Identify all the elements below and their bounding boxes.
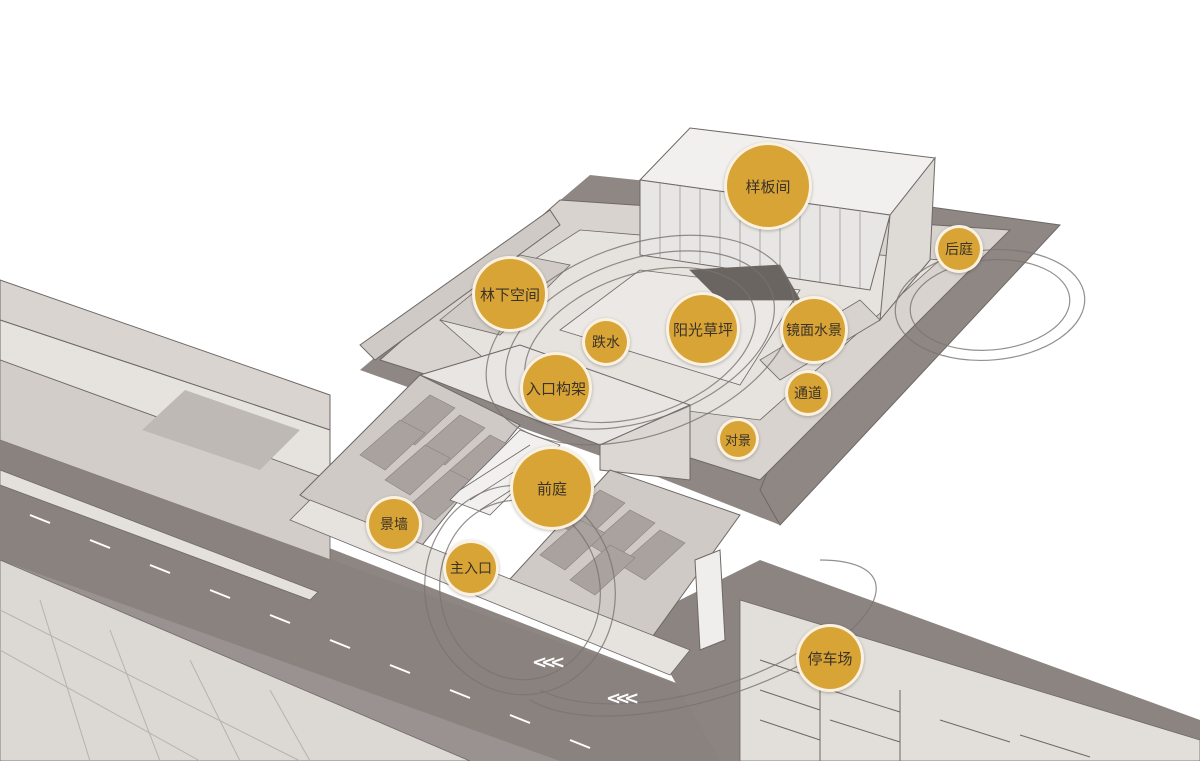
- label-feature-wall-text: 景墙: [380, 517, 408, 533]
- label-sunlight-lawn-text: 阳光草坪: [672, 320, 733, 339]
- label-opposite-view-text: 对景: [724, 433, 751, 449]
- entrance-pillar: [694, 549, 726, 651]
- label-main-entrance[interactable]: 主入口: [443, 540, 499, 596]
- label-sample-room[interactable]: 样板间: [724, 142, 812, 230]
- label-main-entrance-text: 主入口: [450, 561, 492, 577]
- label-parking[interactable]: 停车场: [796, 624, 864, 692]
- label-back-court-text: 后庭: [945, 242, 973, 258]
- label-parking-text: 停车场: [807, 649, 853, 668]
- label-sample-room-text: 样板间: [745, 177, 791, 196]
- back-wall-left: [359, 209, 561, 361]
- label-passage[interactable]: 通道: [785, 370, 831, 416]
- label-entrance-frame[interactable]: 入口构架: [520, 352, 592, 424]
- lane-dashes: [29, 514, 591, 749]
- label-mirror-water-text: 镜面水景: [786, 323, 842, 339]
- front-court-left-tiles: [359, 394, 516, 521]
- road-chevron-1: <<<: [532, 652, 565, 673]
- lower-left-lot: [0, 559, 471, 761]
- label-sunlight-lawn[interactable]: 阳光草坪: [666, 292, 740, 366]
- road-chevron-2: <<<: [606, 688, 639, 709]
- label-passage-text: 通道: [794, 386, 822, 402]
- label-opposite-view[interactable]: 对景: [717, 418, 759, 460]
- road-median: [0, 469, 319, 601]
- label-under-forest-text: 林下空间: [479, 285, 540, 304]
- label-mirror-water[interactable]: 镜面水景: [780, 296, 848, 364]
- label-under-forest[interactable]: 林下空间: [472, 256, 548, 332]
- label-cascade[interactable]: 跌水: [582, 318, 630, 366]
- label-front-court-text: 前庭: [536, 479, 567, 498]
- label-cascade-text: 跌水: [592, 335, 620, 351]
- label-feature-wall[interactable]: 景墙: [366, 496, 422, 552]
- left-plaza-inset: [142, 390, 300, 470]
- label-front-court[interactable]: 前庭: [510, 446, 594, 530]
- lower-lot-lines: [0, 599, 311, 761]
- sample-room-side: [879, 156, 936, 322]
- label-entrance-frame-text: 入口构架: [525, 379, 586, 398]
- label-back-court[interactable]: 后庭: [935, 225, 983, 273]
